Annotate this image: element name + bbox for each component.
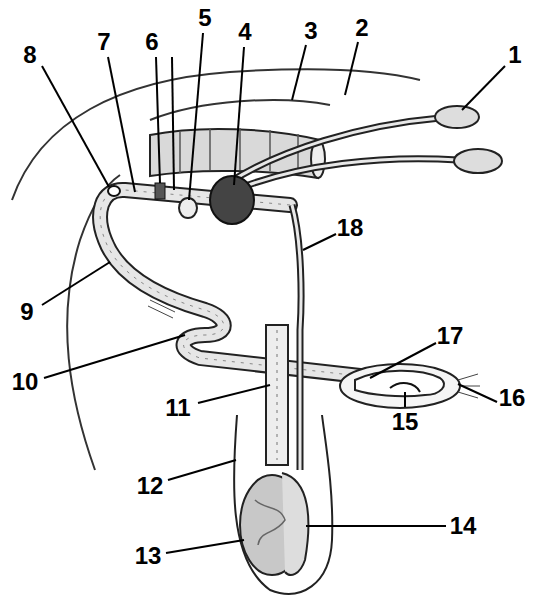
leader-line [189, 33, 203, 200]
leader-line [44, 335, 185, 378]
sphincter [155, 183, 165, 199]
scrotum [234, 415, 332, 594]
callout-number: 15 [392, 409, 419, 435]
duct-inner [240, 159, 458, 188]
leader-line [306, 525, 446, 527]
gland [435, 106, 479, 128]
leader-line [303, 234, 336, 250]
callout-number: 2 [355, 15, 368, 41]
rectum-folds [180, 128, 298, 174]
callout-number: 8 [23, 42, 36, 68]
glans [355, 371, 444, 396]
callout-number: 4 [238, 19, 251, 45]
leader-line [198, 385, 270, 403]
fiber [150, 300, 175, 312]
testis-texture [255, 500, 285, 545]
leader-line [404, 392, 406, 407]
callout-number: 11 [165, 395, 190, 421]
leader-line [462, 66, 505, 110]
leader-line [370, 343, 436, 378]
callout-number: 10 [12, 369, 39, 395]
callout-number: 1 [508, 42, 521, 68]
leader-line [172, 57, 174, 190]
leader-line [156, 57, 160, 183]
fold [269, 130, 271, 171]
callout-number: 5 [198, 5, 211, 31]
duct-inner [230, 118, 440, 182]
leader-line [42, 262, 110, 305]
callout-number: 12 [137, 473, 164, 499]
leader-line [168, 460, 236, 480]
callout-number: 14 [450, 513, 477, 539]
callout-number: 13 [135, 543, 162, 569]
fold [239, 128, 241, 170]
gland [454, 149, 502, 173]
fold [179, 132, 181, 173]
duct [240, 159, 458, 188]
gland-small [179, 198, 197, 218]
urethral-process [390, 383, 420, 392]
fiber [458, 374, 478, 380]
callout-number: 9 [20, 299, 33, 325]
callout-number: 16 [499, 385, 526, 411]
callout-number: 6 [145, 29, 158, 55]
vas-deferens [292, 205, 301, 470]
fold [209, 129, 211, 170]
duct [230, 118, 440, 182]
prostate [210, 176, 254, 224]
leader-line [108, 57, 135, 192]
leader-line [42, 66, 109, 187]
cord-vessel [277, 330, 278, 460]
prepuce-muscle [148, 300, 480, 398]
leader-lines [42, 33, 505, 553]
callout-number: 17 [437, 323, 464, 349]
prepuce [340, 364, 460, 408]
leader-line [166, 540, 244, 553]
vas-deferens-inner [292, 205, 301, 470]
spermatic-cord [266, 325, 288, 465]
fiber [148, 306, 173, 318]
leader-line [234, 47, 244, 185]
callout-number: 3 [304, 18, 317, 44]
callout-number: 18 [337, 215, 364, 241]
leader-line [345, 42, 358, 95]
epididymis [282, 473, 308, 575]
leader-line [458, 384, 497, 402]
callout-number: 7 [97, 29, 110, 55]
leader-line [292, 45, 306, 100]
bulbourethral-gland [108, 186, 120, 196]
